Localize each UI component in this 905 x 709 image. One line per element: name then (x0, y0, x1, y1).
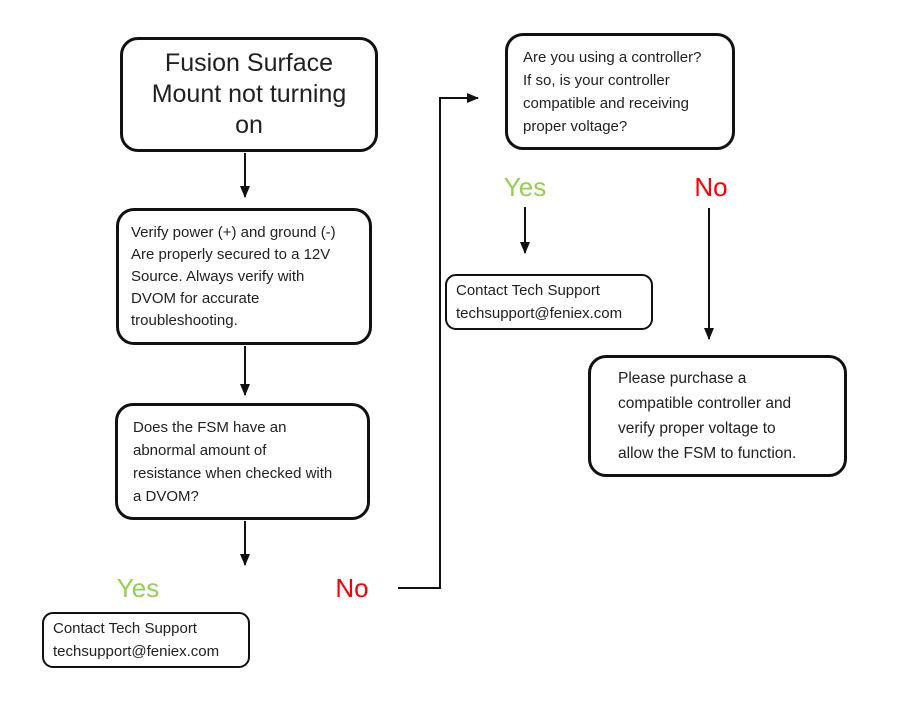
flow-node-verify-power-text: Verify power (+) and ground (-) Are prop… (131, 223, 336, 329)
branch-label-no-right: No (694, 172, 728, 202)
flow-node-controller-check: Are you using a controller? If so, is yo… (505, 33, 735, 150)
branch-label-no-left: No (335, 573, 369, 603)
flow-node-start: Fusion Surface Mount not turning on (120, 37, 378, 152)
flow-node-contact-support-right-text: Contact Tech Support techsupport@feniex.… (456, 282, 623, 322)
connector-no-left-to-controller (398, 93, 479, 589)
flow-node-purchase-controller-text: Please purchase a compatible controller … (618, 370, 797, 462)
flow-node-contact-support-right: Contact Tech Support techsupport@feniex.… (445, 274, 653, 330)
flow-node-contact-support-left: Contact Tech Support techsupport@feniex.… (42, 612, 250, 668)
flow-node-resistance-check-text: Does the FSM have an abnormal amount of … (133, 418, 333, 505)
flow-node-start-text: Fusion Surface Mount not turning on (151, 49, 347, 139)
branch-label-yes-left: Yes (116, 573, 160, 603)
flow-node-purchase-controller: Please purchase a compatible controller … (588, 355, 847, 477)
flow-node-resistance-check: Does the FSM have an abnormal amount of … (115, 403, 370, 520)
flow-node-verify-power: Verify power (+) and ground (-) Are prop… (116, 208, 372, 345)
flow-node-contact-support-left-text: Contact Tech Support techsupport@feniex.… (53, 620, 220, 660)
flow-node-controller-check-text: Are you using a controller? If so, is yo… (523, 48, 702, 135)
branch-label-yes-right: Yes (503, 172, 547, 202)
